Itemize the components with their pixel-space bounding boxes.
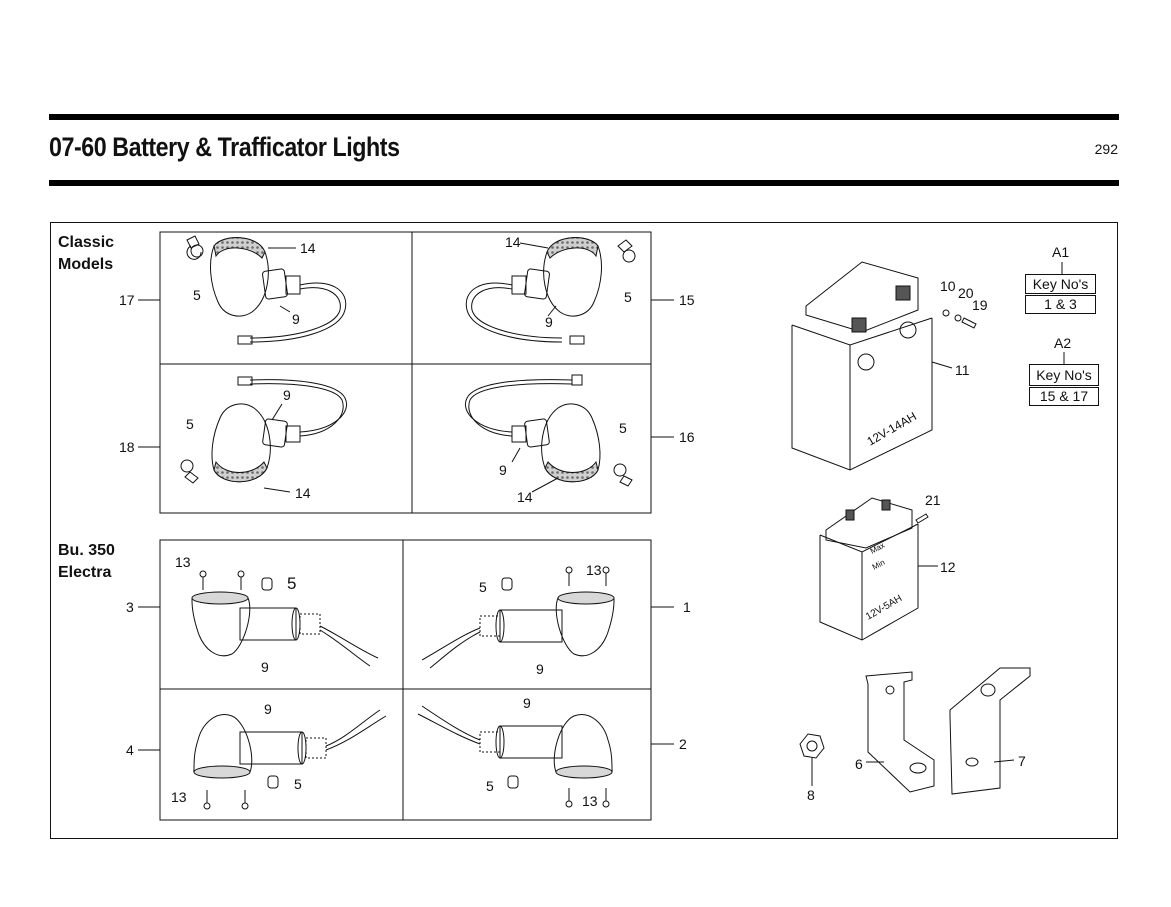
- part-13-d: 13: [582, 793, 598, 809]
- part-9-e: 9: [261, 659, 269, 675]
- header-bottom-rule: [49, 180, 1119, 186]
- part-14-a: 14: [300, 240, 316, 256]
- part-11: 11: [955, 362, 970, 378]
- key-a1-heading: Key No's: [1025, 274, 1096, 294]
- battery-large-label: 12V-14AH: [865, 409, 919, 448]
- part-9-d: 9: [499, 462, 507, 478]
- part-13-a: 13: [175, 554, 191, 570]
- callout-2: 2: [679, 736, 687, 752]
- part-5-a: 5: [193, 287, 201, 303]
- section-label-electra-line1: Bu. 350: [58, 542, 115, 559]
- section-label-classic-line2: Models: [58, 256, 114, 273]
- battery-max-mark: Max: [869, 541, 887, 556]
- callout-4: 4: [126, 742, 134, 758]
- part-19: 19: [972, 297, 988, 313]
- electra-grid: [159, 539, 652, 821]
- battery-min-mark: Min: [871, 558, 887, 572]
- part-5-g: 5: [294, 776, 302, 792]
- part-9-c: 9: [283, 387, 291, 403]
- page-number: 292: [1094, 141, 1118, 157]
- part-13-c: 13: [171, 789, 187, 805]
- classic-grid: [159, 231, 652, 514]
- callout-17: 17: [119, 292, 135, 308]
- part-21: 21: [925, 492, 941, 508]
- key-a1-id: A1: [1052, 244, 1070, 260]
- part-9-b: 9: [545, 314, 553, 330]
- callout-15: 15: [679, 292, 695, 308]
- section-label-classic-line1: Classic: [58, 234, 115, 251]
- part-14-b: 14: [505, 234, 521, 250]
- part-14-d: 14: [517, 489, 533, 505]
- part-8: 8: [807, 787, 815, 803]
- section-label-electra: Bu. 350 Electra: [58, 540, 115, 584]
- key-a2-id: A2: [1054, 335, 1072, 351]
- diagram-frame: [50, 222, 1118, 839]
- part-5-c: 5: [186, 416, 194, 432]
- part-20: 20: [958, 285, 974, 301]
- part-5-b: 5: [624, 289, 632, 305]
- part-9-a: 9: [292, 311, 300, 327]
- callout-18: 18: [119, 439, 135, 455]
- part-7: 7: [1018, 753, 1026, 769]
- section-label-electra-line2: Electra: [58, 564, 112, 581]
- part-12: 12: [940, 559, 956, 575]
- part-6: 6: [855, 756, 863, 772]
- page-title: 07-60 Battery & Trafficator Lights: [49, 132, 400, 162]
- part-9-f: 9: [536, 661, 544, 677]
- part-14-c: 14: [295, 485, 311, 501]
- callout-3: 3: [126, 599, 134, 615]
- part-5-e: 5: [287, 574, 297, 593]
- key-a2-heading: Key No's: [1029, 364, 1099, 386]
- callout-1: 1: [683, 599, 691, 615]
- part-13-b: 13: [586, 562, 602, 578]
- part-9-h: 9: [523, 695, 531, 711]
- callout-16: 16: [679, 429, 695, 445]
- part-5-d: 5: [619, 420, 627, 436]
- key-a2-value: 15 & 17: [1029, 387, 1099, 406]
- header-top-rule: [49, 114, 1119, 120]
- key-a1-value: 1 & 3: [1025, 295, 1096, 314]
- battery-small-label: 12V-5AH: [864, 593, 904, 623]
- part-9-g: 9: [264, 701, 272, 717]
- part-5-h: 5: [486, 778, 494, 794]
- part-5-f: 5: [479, 579, 487, 595]
- section-label-classic: Classic Models: [58, 232, 114, 276]
- part-10: 10: [940, 278, 956, 294]
